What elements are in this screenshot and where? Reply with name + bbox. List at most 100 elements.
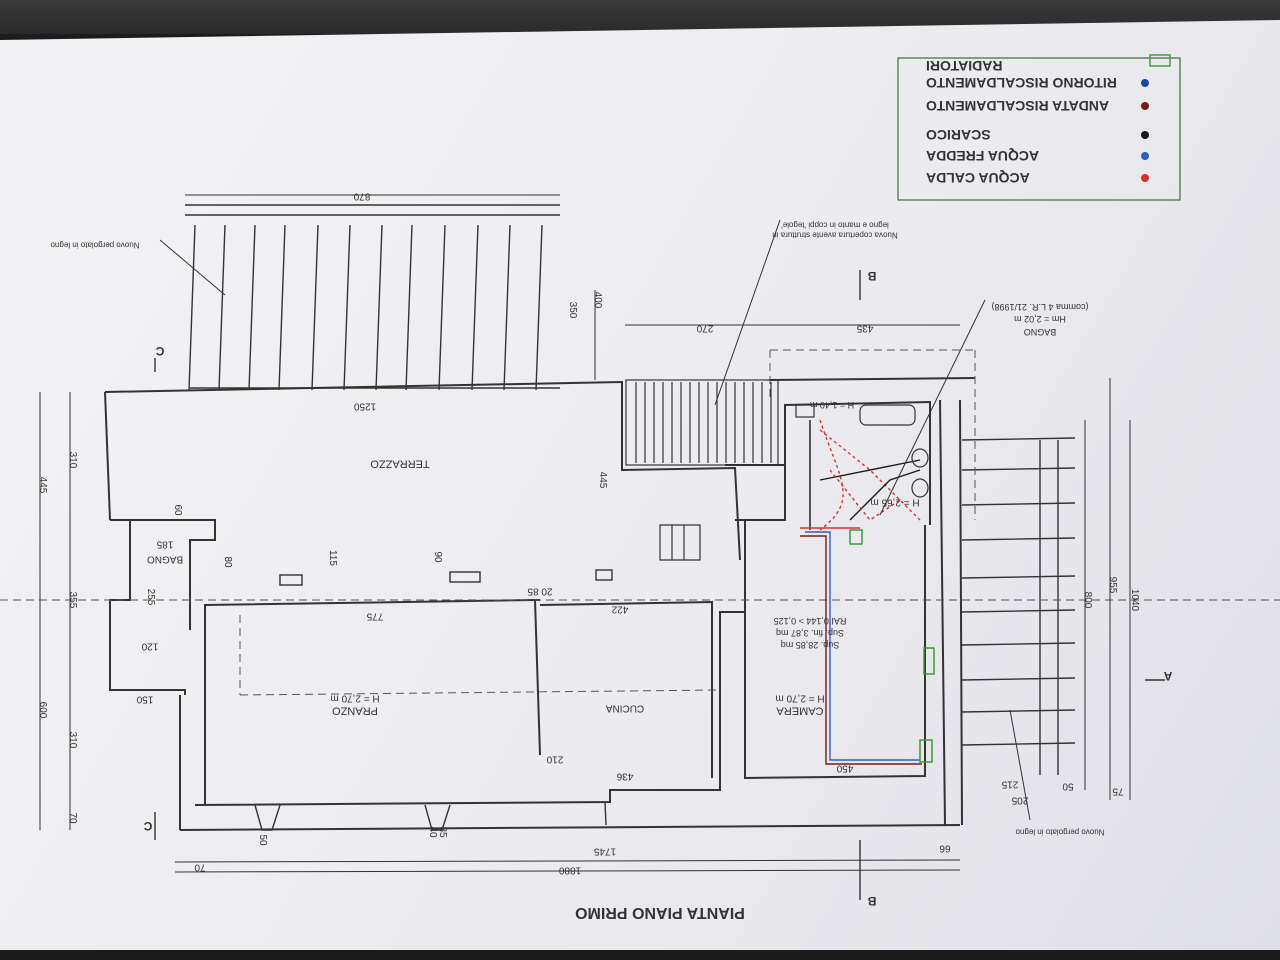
drawing-title: PIANTA PIANO PRIMO — [575, 904, 745, 921]
legend-dot-icon — [1141, 174, 1149, 182]
legend-item: ANDATA RISCALDAMENTO — [926, 98, 1149, 114]
dim-185: 185 — [156, 538, 173, 549]
dim-205: 205 — [1011, 794, 1028, 805]
dim-435: 435 — [856, 322, 873, 333]
dim-70-left: 70 — [67, 812, 78, 824]
dim-310-bottom: 310 — [67, 732, 78, 749]
dim-60: 60 — [172, 504, 183, 516]
camera-surface: Sup. 28,85 mq — [781, 640, 840, 650]
legend-item: RADIATORI — [926, 54, 1171, 74]
dimension-lines — [39, 194, 1131, 873]
section-markers — [154, 270, 1165, 900]
pergola-top — [185, 204, 560, 391]
dim-66: 66 — [939, 842, 951, 853]
dim-1745: 1745 — [593, 845, 616, 856]
room-label-bagno-small: BAGNO — [147, 553, 183, 564]
room-label-cucina: CUCINA — [606, 702, 645, 713]
section-mark-c-top: C — [155, 344, 164, 358]
dim-70-bottom: 70 — [194, 861, 206, 872]
room-label-pranzo: PRANZO — [332, 705, 378, 717]
dim-422: 422 — [611, 603, 628, 614]
section-mark-c-bottom: C — [143, 819, 152, 833]
dim-310-top: 310 — [67, 452, 78, 469]
legend-dot-icon — [1141, 102, 1149, 110]
room-label-terrazzo: TERRAZZO — [370, 458, 430, 470]
dim-150: 150 — [136, 693, 153, 704]
note-pergolato-top: Nuovo pergolato in legno — [50, 241, 140, 250]
radiators — [849, 529, 935, 763]
bathroom-fixtures — [795, 404, 929, 498]
pergola-right — [961, 437, 1076, 775]
note-bagno-label: BAGNO — [1024, 327, 1057, 337]
dim-1250: 1250 — [353, 400, 376, 411]
bagno-height: H = 2,65 m — [870, 496, 919, 507]
dim-1880: 1880 — [558, 864, 581, 875]
note-bagno-hm: Hm = 2,02 m — [1014, 314, 1066, 324]
dim-115: 115 — [327, 550, 338, 566]
leader-lines — [159, 219, 1031, 821]
dim-75: 75 — [1112, 785, 1124, 796]
note-copertura-2: legno e manto in coppi 'tegole' — [781, 221, 889, 230]
legend-label: ACQUA CALDA — [926, 170, 1030, 186]
camera-surface-window: Sup. fin. 3,87 mq — [776, 628, 844, 638]
room-label-camera: CAMERA — [776, 705, 824, 717]
dim-445-left: 445 — [37, 477, 48, 494]
dim-445-stair: 445 — [597, 472, 608, 489]
legend-label: RITORNO RISCALDAMENTO — [926, 75, 1117, 91]
dim-800: 800 — [1082, 592, 1093, 609]
dim-120: 120 — [141, 640, 158, 651]
legend-item: RITORNO RISCALDAMENTO — [926, 75, 1149, 91]
room-height-camera: H = 2,70 m — [775, 692, 824, 703]
paper-sheet — [0, 20, 1280, 950]
legend-dot-icon — [1141, 79, 1149, 87]
dim-50: 50 — [1062, 780, 1074, 791]
dim-1040: 1040 — [1129, 589, 1140, 612]
dim-870: 870 — [353, 190, 370, 201]
windows — [254, 569, 613, 831]
section-mark-b-bottom: B — [867, 894, 876, 908]
dim-350: 350 — [567, 302, 578, 319]
legend-dot-icon — [1141, 131, 1149, 139]
dim-40: 40 — [427, 826, 438, 838]
dim-255: 255 — [145, 589, 156, 606]
legend-dot-icon — [1141, 152, 1149, 160]
legend-item: ACQUA CALDA — [926, 170, 1149, 186]
dim-436: 436 — [616, 770, 633, 781]
legend-label: SCARICO — [926, 127, 991, 143]
dim-90: 90 — [432, 551, 443, 563]
dim-600: 600 — [37, 702, 48, 719]
camera-rai: RAI 0,144 > 0,125 — [774, 616, 847, 626]
dim-450: 450 — [836, 762, 853, 773]
dim-955: 955 — [1107, 577, 1118, 594]
legend-item: ACQUA FREDDA — [926, 148, 1149, 164]
dim-270: 270 — [696, 322, 713, 333]
legend-label: ACQUA FREDDA — [926, 148, 1039, 164]
section-mark-a: A — [1163, 669, 1172, 683]
note-stair-height: H = 1,40 m — [810, 400, 854, 410]
dim-215: 215 — [1001, 778, 1018, 789]
dim-355: 355 — [67, 592, 78, 609]
dim-2085: 20 85 — [527, 585, 552, 596]
note-pergolato-bottom: Nuovo pergolato in legno — [1015, 828, 1105, 837]
dim-210: 210 — [546, 753, 563, 764]
staircase — [625, 379, 779, 561]
dim-400: 400 — [592, 292, 603, 309]
note-copertura-1: Nuova copertura avente struttura in — [772, 231, 897, 240]
legend: ACQUA CALDA ACQUA FREDDA SCARICO ANDATA RIS… — [897, 54, 1181, 201]
legend-label: RADIATORI — [926, 58, 1002, 74]
section-mark-b-top: B — [867, 269, 876, 283]
legend-item: SCARICO — [926, 127, 1149, 143]
legend-frame — [897, 57, 1181, 201]
dim-50-bottom: 50 — [257, 834, 268, 846]
heating-pipes — [800, 419, 922, 765]
dim-775: 775 — [366, 610, 383, 621]
dim-80: 80 — [222, 556, 233, 568]
radiator-swatch-icon — [1149, 54, 1171, 67]
dimension-guides — [0, 349, 1280, 696]
building-walls — [104, 377, 976, 831]
legend-label: ANDATA RISCALDAMENTO — [926, 98, 1109, 114]
room-height-pranzo: H = 2,70 m — [330, 692, 379, 703]
dim-35: 35 — [437, 826, 448, 838]
